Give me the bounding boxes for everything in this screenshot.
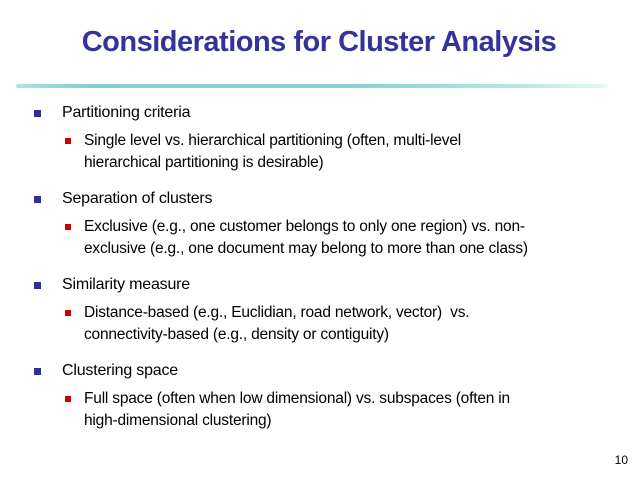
list-item-text: Distance-based (e.g., Euclidian, road ne… (84, 304, 470, 343)
list-item-level1: Similarity measure (34, 274, 620, 296)
list-item-level1: Separation of clusters (34, 188, 620, 210)
section-clustering-space: Clustering space Full space (often when … (34, 360, 620, 432)
list-item-label: Partitioning criteria (62, 104, 191, 121)
sub-bullet-square-icon (65, 310, 71, 316)
list-item-text: Full space (often when low dimensional) … (84, 390, 510, 429)
list-item-level2: Full space (often when low dimensional) … (65, 388, 620, 432)
sub-bullet-square-icon (65, 396, 71, 402)
sub-bullet-square-icon (65, 224, 71, 230)
list-item-label: Separation of clusters (62, 190, 213, 207)
section-similarity-measure: Similarity measure Distance-based (e.g.,… (34, 274, 620, 346)
list-item-level2: Distance-based (e.g., Euclidian, road ne… (65, 302, 620, 346)
page-title: Considerations for Cluster Analysis (81, 26, 557, 58)
title-separator-line (16, 84, 608, 88)
list-item-level1: Partitioning criteria (34, 102, 620, 124)
bullet-square-icon (34, 282, 41, 289)
list-item-label: Clustering space (62, 362, 178, 379)
section-separation-of-clusters: Separation of clusters Exclusive (e.g., … (34, 188, 620, 260)
list-item-label: Similarity measure (62, 276, 190, 293)
list-item-text: Exclusive (e.g., one customer belongs to… (84, 218, 528, 257)
sub-bullet-square-icon (65, 138, 71, 144)
bullet-list: Partitioning criteria Single level vs. h… (34, 102, 620, 446)
list-item-text: Single level vs. hierarchical partitioni… (84, 132, 461, 171)
bullet-square-icon (34, 368, 41, 375)
bullet-square-icon (34, 110, 41, 117)
bullet-square-icon (34, 196, 41, 203)
page-number: 10 (614, 453, 628, 467)
list-item-level2: Exclusive (e.g., one customer belongs to… (65, 216, 620, 260)
list-item-level2: Single level vs. hierarchical partitioni… (65, 130, 620, 174)
list-item-level1: Clustering space (34, 360, 620, 382)
section-partitioning-criteria: Partitioning criteria Single level vs. h… (34, 102, 620, 174)
